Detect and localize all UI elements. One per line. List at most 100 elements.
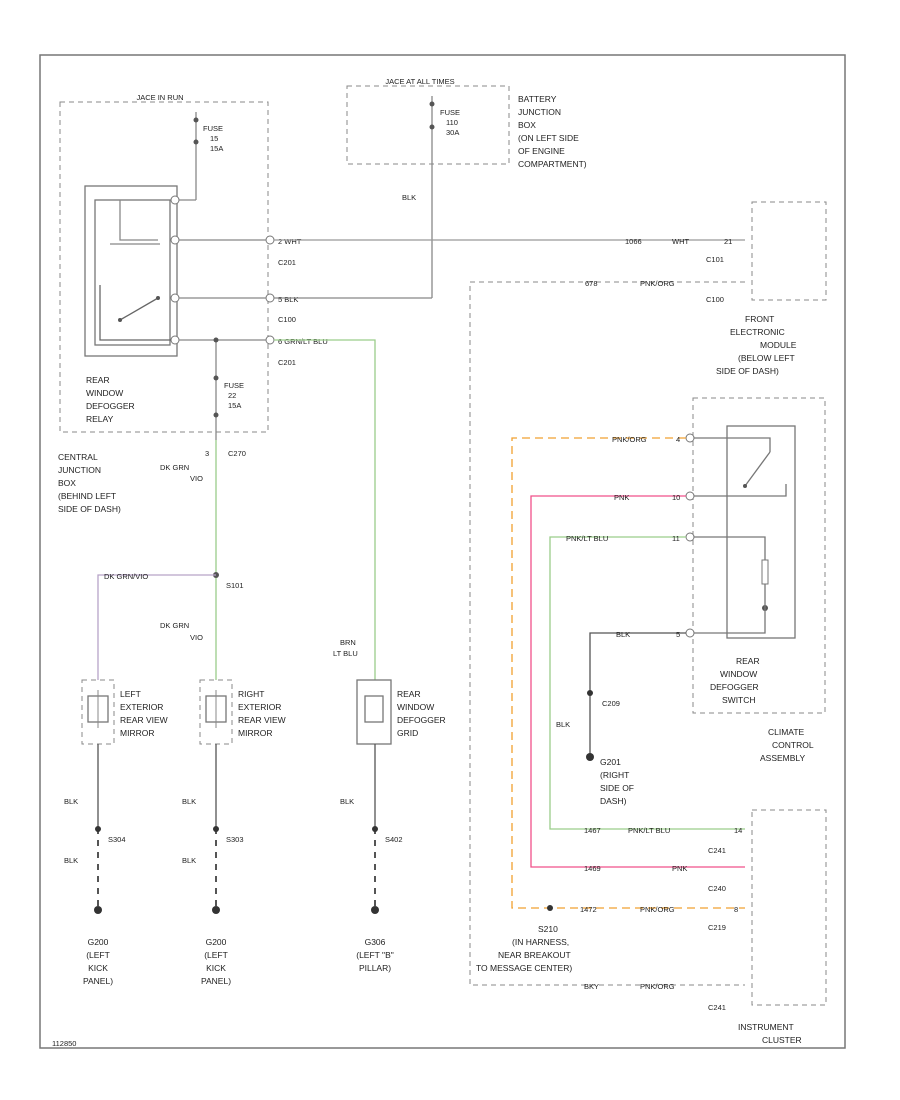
left-mirror-label-2: EXTERIOR bbox=[120, 702, 163, 712]
right-mirror bbox=[199, 679, 233, 745]
wire-label-5-blk: 5 BLK bbox=[278, 295, 298, 304]
switch-pin-5 bbox=[685, 628, 695, 638]
connector-c100: C100 bbox=[278, 315, 296, 324]
splice-s402-label: S402 bbox=[385, 835, 403, 844]
relay-label-3: DEFOGGER bbox=[86, 401, 135, 411]
c201-pin-2 bbox=[265, 235, 275, 245]
fuse-15-terminal-bottom bbox=[193, 139, 199, 145]
wire-label-blk-top: BLK bbox=[402, 193, 416, 202]
wire-blk-1b: BLK bbox=[64, 856, 78, 865]
battery-box-label-5: OF ENGINE bbox=[518, 146, 565, 156]
battery-box-label-6: COMPARTMENT) bbox=[518, 159, 587, 169]
c201-pin-6 bbox=[265, 335, 275, 345]
g201-label-4: DASH) bbox=[600, 796, 627, 806]
s210-label-1: S210 bbox=[538, 924, 558, 934]
fuse-22-terminal-bottom bbox=[213, 412, 219, 418]
central-box-label-5: SIDE OF DASH) bbox=[58, 504, 121, 514]
fuse-110-terminal-bottom bbox=[429, 124, 435, 130]
splice-s304 bbox=[95, 826, 101, 832]
wire-label-6-grn: 6 GRN/LT BLU bbox=[278, 337, 328, 346]
instrument-cluster bbox=[751, 809, 827, 1006]
ground-1-label-4: PANEL) bbox=[83, 976, 113, 986]
wire-blk-2b: BLK bbox=[182, 856, 196, 865]
connector-c201-a: C201 bbox=[278, 258, 296, 267]
connector-c100-right: C100 bbox=[706, 295, 724, 304]
switch-pin-d: 5 bbox=[676, 630, 680, 639]
wire-right-pnk-org: PNK/ORG bbox=[640, 279, 675, 288]
right-mirror-label-2: EXTERIOR bbox=[238, 702, 281, 712]
fuse-22-terminal-top bbox=[213, 375, 219, 381]
ground-3-label-2: (LEFT "B" bbox=[356, 950, 394, 960]
climate-control-assembly bbox=[692, 397, 826, 714]
switch-indicator bbox=[761, 559, 769, 585]
wire-brn: BRN bbox=[340, 638, 356, 647]
switch-contact-dot bbox=[743, 484, 747, 488]
fuse-110-number: 110 bbox=[446, 118, 458, 127]
fuse-15-number: 15 bbox=[210, 134, 218, 143]
connector-c101-right: C101 bbox=[706, 255, 724, 264]
fuse-110-rating: 30A bbox=[446, 128, 459, 137]
ground-g306 bbox=[371, 906, 379, 914]
assembly-label-3: ASSEMBLY bbox=[760, 753, 806, 763]
battery-junction-box bbox=[346, 85, 510, 165]
ground-g200-left-2 bbox=[212, 906, 220, 914]
central-junction-box bbox=[59, 101, 269, 433]
grid-label-2: WINDOW bbox=[397, 702, 434, 712]
fem-label-4: (BELOW LEFT bbox=[738, 353, 795, 363]
ground-1-label-1: G200 bbox=[88, 937, 109, 947]
diagram-frame bbox=[39, 54, 846, 1049]
fuse-110-label: FUSE bbox=[440, 108, 460, 117]
wire-blk-1: BLK bbox=[64, 797, 78, 806]
wire-dk-grn-vio: DK GRN/VIO bbox=[104, 572, 148, 581]
splice-s210 bbox=[547, 905, 553, 911]
cluster-wire-1472: 1472 bbox=[580, 905, 597, 914]
s210-label-2: (IN HARNESS, bbox=[512, 937, 569, 947]
fuse-15-terminal-top bbox=[193, 117, 199, 123]
switch-wire-pnk-lt-blu: PNK/LT BLU bbox=[566, 534, 608, 543]
switch-blk-side: BLK bbox=[556, 720, 570, 729]
ground-2-label-1: G200 bbox=[206, 937, 227, 947]
wire-vio-2: VIO bbox=[190, 633, 203, 642]
splice-s303-label: S303 bbox=[226, 835, 244, 844]
left-mirror bbox=[81, 679, 115, 745]
wire-vio-1: VIO bbox=[190, 474, 203, 483]
switch-pin-11 bbox=[685, 532, 695, 542]
left-mirror-label-4: MIRROR bbox=[120, 728, 154, 738]
battery-box-label-1: BATTERY bbox=[518, 94, 557, 104]
ground-g201 bbox=[586, 753, 594, 761]
splice-s303 bbox=[213, 826, 219, 832]
central-box-label-3: BOX bbox=[58, 478, 76, 488]
right-mirror-label-4: MIRROR bbox=[238, 728, 272, 738]
switch-pin-c: 11 bbox=[672, 534, 680, 543]
right-mirror-label-1: RIGHT bbox=[238, 689, 264, 699]
switch-label-2: WINDOW bbox=[720, 669, 757, 679]
cluster-label-2: CLUSTER bbox=[762, 1035, 802, 1045]
right-mirror-label-3: REAR VIEW bbox=[238, 715, 286, 725]
wire-right-1066: 1066 bbox=[625, 237, 642, 246]
c270-pin-3: 3 bbox=[205, 449, 209, 458]
switch-label-3: DEFOGGER bbox=[710, 682, 759, 692]
ground-2-label-4: PANEL) bbox=[201, 976, 231, 986]
fuse-15-label: FUSE bbox=[203, 124, 223, 133]
fem-label-5: SIDE OF DASH) bbox=[716, 366, 779, 376]
fuse-22-label: FUSE bbox=[224, 381, 244, 390]
cluster-wire-bky: BKY bbox=[584, 982, 599, 991]
fuse-110-terminal-top bbox=[429, 101, 435, 107]
cluster-wire-pnk-lt-blu: PNK/LT BLU bbox=[628, 826, 670, 835]
left-mirror-label-3: REAR VIEW bbox=[120, 715, 168, 725]
front-electronic-module bbox=[751, 201, 827, 301]
relay-contact-dot-2 bbox=[156, 296, 160, 300]
g201-label-1: G201 bbox=[600, 757, 621, 767]
splice-s304-label: S304 bbox=[108, 835, 126, 844]
ground-2-label-3: KICK bbox=[206, 963, 226, 973]
central-box-label-2: JUNCTION bbox=[58, 465, 101, 475]
ground-1-label-2: (LEFT bbox=[86, 950, 110, 960]
left-mirror-label-1: LEFT bbox=[120, 689, 141, 699]
relay-pin-4 bbox=[170, 335, 180, 345]
switch-wire-blk: BLK bbox=[616, 630, 630, 639]
grid-label-1: REAR bbox=[397, 689, 421, 699]
relay-pin-3 bbox=[170, 293, 180, 303]
connector-c209: C209 bbox=[602, 699, 620, 708]
fuse-top-header: JACE IN RUN bbox=[136, 93, 183, 102]
ground-1-label-3: KICK bbox=[88, 963, 108, 973]
